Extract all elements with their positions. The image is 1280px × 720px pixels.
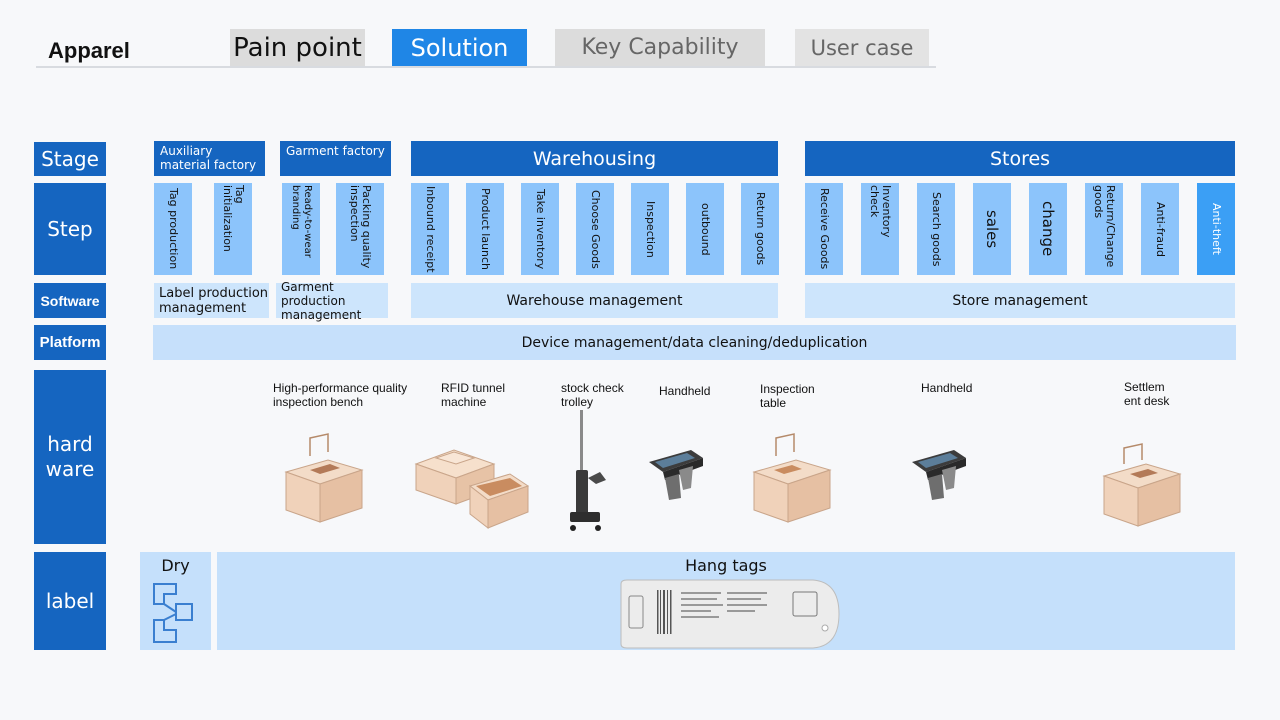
step-anti-fraud[interactable]: Anti-fraud <box>1141 183 1179 275</box>
hardware-settlement-desk-label: Settlem ent desk <box>1124 380 1170 408</box>
hang-tag-image <box>620 579 840 649</box>
settlement-desk-image <box>1102 443 1182 527</box>
software-garment-production[interactable]: Garment production management <box>276 280 388 322</box>
hardware-inspection-table-label: Inspection table <box>760 382 815 410</box>
step-tag-production[interactable]: Tag production <box>154 183 192 275</box>
step-inbound-receipt[interactable]: Inbound receipt <box>411 183 449 275</box>
label-dry-panel[interactable]: Dry <box>140 552 211 650</box>
step-tag-initialization[interactable]: Tag initialization <box>214 183 252 275</box>
stage-garment-factory: Garment factory <box>280 141 391 176</box>
inspection-table-image <box>752 433 832 523</box>
hardware-quality-inspection-bench-label: High-performance quality inspection benc… <box>273 381 408 409</box>
hardware-rfid-tunnel-label: RFID tunnel machine <box>441 381 506 409</box>
step-sales[interactable]: sales <box>973 183 1011 275</box>
step-choose-goods[interactable]: Choose Goods <box>576 183 614 275</box>
stage-stores: Stores <box>805 141 1235 176</box>
tab-pain-point[interactable]: Pain point <box>230 29 365 66</box>
row-stage: Stage <box>34 142 106 176</box>
label-hang-tags-panel[interactable]: Hang tags <box>217 552 1235 650</box>
row-hardware: hard ware <box>34 370 106 544</box>
header-divider <box>36 66 936 68</box>
step-inspection[interactable]: Inspection <box>631 183 669 275</box>
quality-inspection-bench-image <box>284 433 364 523</box>
step-change[interactable]: change <box>1029 183 1067 275</box>
platform-bar[interactable]: Device management/data cleaning/deduplic… <box>153 325 1236 360</box>
page-title: Apparel <box>48 38 130 63</box>
tab-key-capability[interactable]: Key Capability <box>555 29 765 66</box>
step-outbound[interactable]: outbound <box>686 183 724 275</box>
step-receive-goods[interactable]: Receive Goods <box>805 183 843 275</box>
software-warehouse-management[interactable]: Warehouse management <box>411 283 778 318</box>
tab-solution[interactable]: Solution <box>392 29 527 66</box>
hardware-stock-check-trolley-label: stock check trolley <box>561 381 624 409</box>
step-ready-to-wear-branding[interactable]: Ready-to-wear branding <box>282 183 320 275</box>
row-step: Step <box>34 183 106 275</box>
hardware-handheld-label-2: Handheld <box>921 381 973 395</box>
step-product-launch[interactable]: Product launch <box>466 183 504 275</box>
stage-warehousing: Warehousing <box>411 141 778 176</box>
step-inventory-check[interactable]: Inventory check <box>861 183 899 275</box>
handheld-device-image <box>649 450 703 500</box>
handheld-device-image-2 <box>912 450 966 500</box>
step-anti-theft[interactable]: Anti-theft <box>1197 183 1235 275</box>
software-label-production[interactable]: Label production management <box>154 283 269 318</box>
tab-user-case[interactable]: User case <box>795 29 929 66</box>
software-store-management[interactable]: Store management <box>805 283 1235 318</box>
hardware-handheld-label: Handheld <box>659 384 711 398</box>
label-hang-tags-title: Hang tags <box>685 556 767 575</box>
dry-tag-antenna-icon <box>153 583 193 643</box>
stock-check-trolley-image <box>570 410 606 531</box>
step-search-goods[interactable]: Search goods <box>917 183 955 275</box>
label-dry-title: Dry <box>161 556 190 575</box>
row-label: label <box>34 552 106 650</box>
rfid-tunnel-machine-image <box>414 449 530 530</box>
step-return-change-goods[interactable]: Return/Change goods <box>1085 183 1123 275</box>
stage-auxiliary-material-factory: Auxiliary material factory <box>154 141 265 176</box>
step-packing-quality-inspection[interactable]: Packing quality inspection <box>336 183 384 275</box>
row-platform: Platform <box>34 325 106 360</box>
step-take-inventory[interactable]: Take inventory <box>521 183 559 275</box>
step-return-goods[interactable]: Return goods <box>741 183 779 275</box>
row-software: Software <box>34 283 106 318</box>
